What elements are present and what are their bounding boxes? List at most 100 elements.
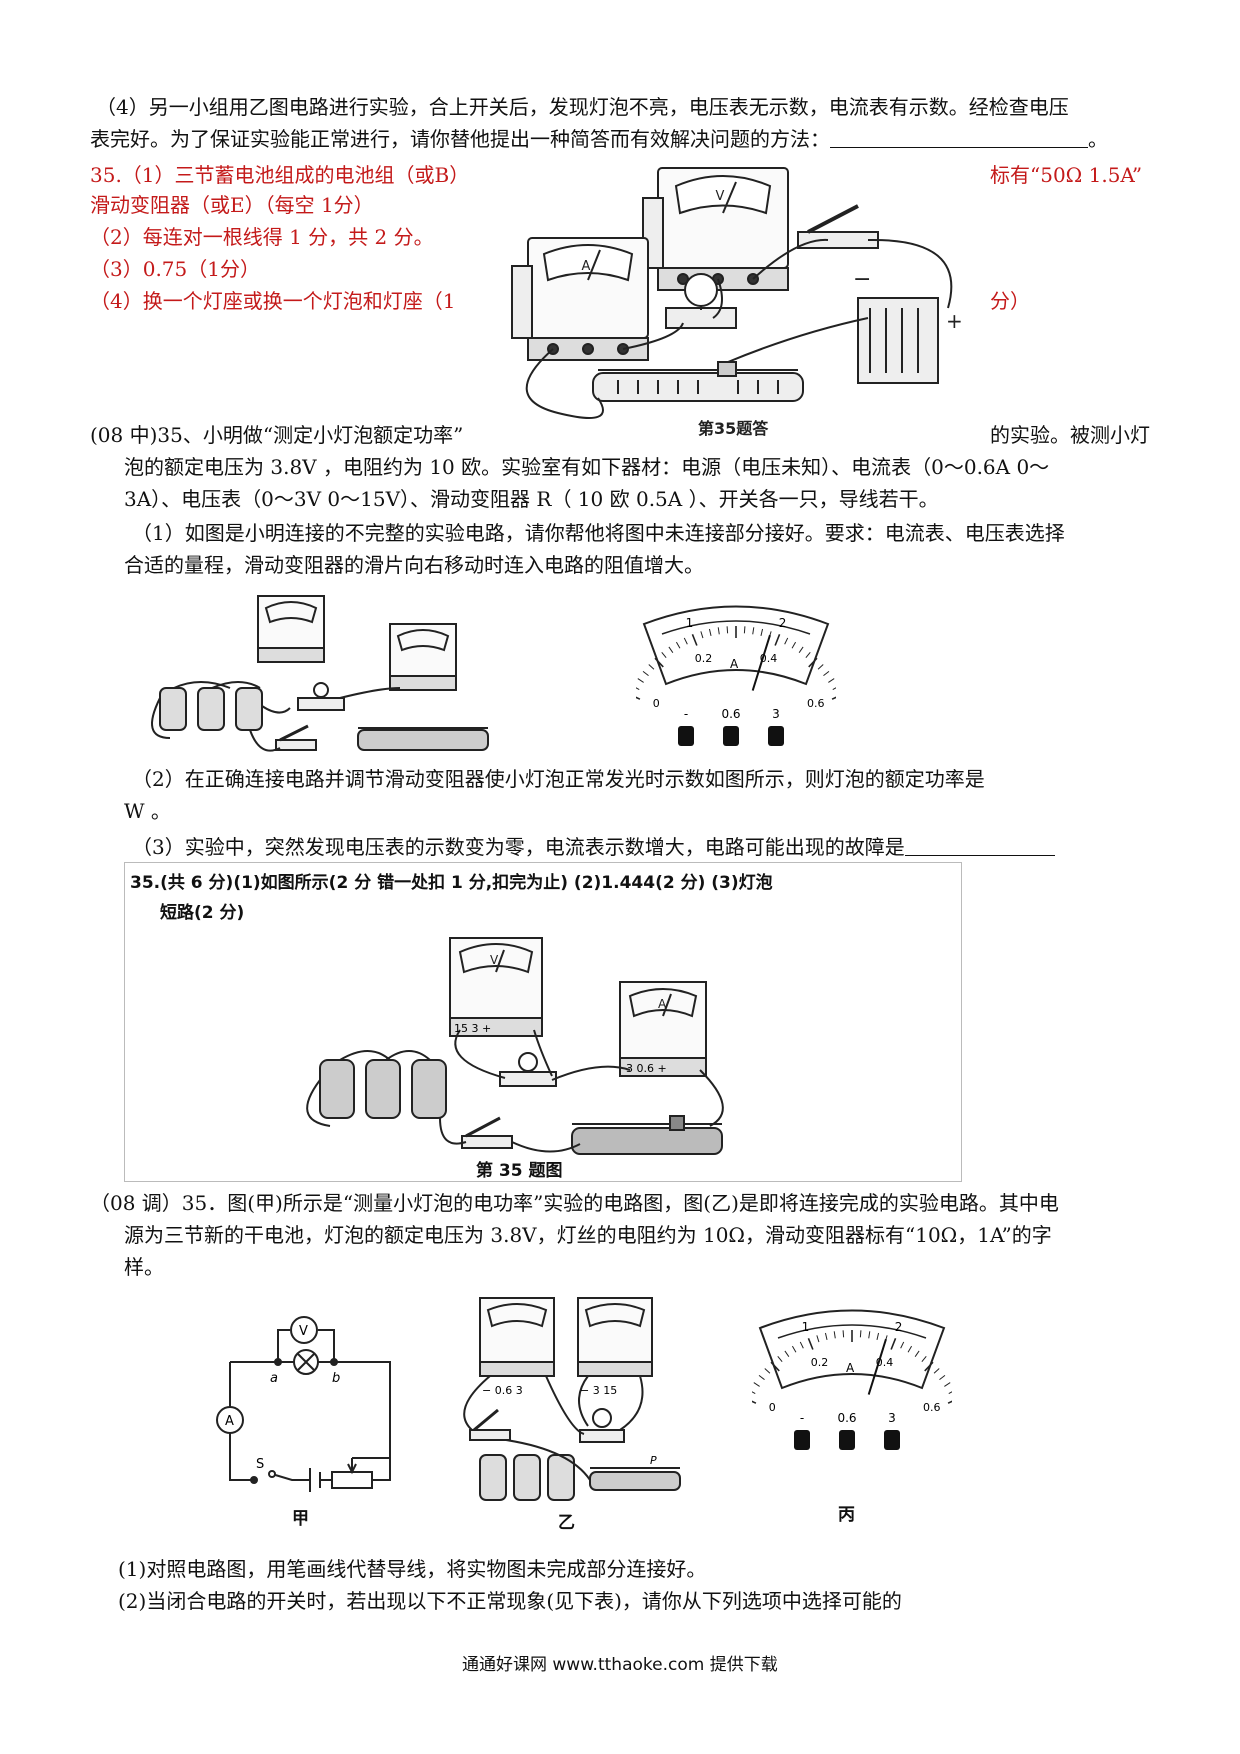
fig-label-jia: 甲	[292, 1509, 309, 1529]
lamp-icon	[499, 1052, 557, 1087]
fig-caption-35: 第 35 题图	[476, 1161, 563, 1181]
dial-tick	[921, 1355, 927, 1363]
ammeter-icon	[511, 237, 649, 361]
answer-blank[interactable]	[830, 125, 1088, 148]
dial-tick	[832, 687, 836, 691]
ans35-line3: （2）每连对一根线得 1 分，共 2 分。	[90, 225, 434, 249]
dial-tick	[784, 1350, 790, 1357]
dial-tick	[890, 1338, 897, 1350]
dial-tick	[752, 1400, 757, 1404]
q34-part4-text: 表完好。为了保证实验能正常进行，请你替他提出一种简答而有效解决问题的方法：	[90, 127, 830, 151]
q08z-part3: （3）实验中，突然发现电压表的示数变为零，电流表示数增大，电路可能出现的故障是	[132, 832, 1055, 862]
dial-tick	[907, 1345, 913, 1353]
svg-text:0.6: 0.6	[721, 707, 740, 721]
q08z-line2: 泡的额定电压为 3.8V ，电阻约为 10 欧。实验室有如下器材：电源（电压未知…	[124, 455, 1050, 479]
q08t-q2: (2)当闭合电路的开关时，若出现以下不正常现象(见下表)，请你从下列选项中选择可…	[118, 1589, 902, 1613]
dial-tick	[831, 696, 836, 700]
dial-tick	[642, 670, 649, 677]
dial-tick	[833, 1331, 836, 1339]
dial-tick	[807, 1338, 814, 1350]
rheostat-icon	[592, 361, 804, 402]
dial-tick	[859, 1330, 862, 1338]
dial-tick	[743, 626, 746, 634]
q08z-part2-line2: W 。	[124, 799, 171, 823]
ammeter-dial-figure-1: 0 1 2 3 0 0.2 0.4 0.6 A - 0.6 3	[636, 605, 836, 746]
dial-tick	[805, 651, 811, 659]
dial-tick	[948, 1391, 952, 1395]
dial-ticks	[752, 1330, 952, 1404]
dial-needle	[867, 1338, 887, 1395]
answer35-scan-box	[124, 862, 962, 1182]
svg-text:3: 3	[772, 707, 780, 721]
dial-tick	[770, 1361, 780, 1372]
dial-tick	[777, 1355, 783, 1363]
svg-text:+: +	[946, 309, 963, 333]
dial-tick	[868, 1331, 871, 1339]
svg-text:− 0.6 3: − 0.6 3	[482, 1384, 523, 1397]
dial-tick	[816, 1335, 820, 1343]
dial-tick	[637, 678, 644, 683]
q08t-q1: (1)对照电路图，用笔画线代替导线，将实物图未完成部分连接好。	[118, 1557, 707, 1581]
dial-tick	[933, 1368, 940, 1374]
dial-tick	[753, 1382, 760, 1387]
incomplete-circuit-figure	[151, 595, 489, 752]
battery-icon	[159, 687, 263, 731]
dial-tick	[799, 1341, 804, 1349]
dial-tick	[661, 651, 667, 659]
svg-text:A: A	[582, 259, 591, 274]
dial-tick	[944, 1382, 951, 1387]
voltmeter-icon	[257, 595, 325, 663]
svg-text:b: b	[332, 1371, 340, 1386]
a-terminal-labels: 3 0.6 +	[626, 1062, 667, 1075]
ans35b-line1: 35.(共 6 分)(1)如图所示(2 分 错一处扣 1 分,扣完为止) (2)…	[130, 873, 773, 893]
svg-text:1: 1	[686, 616, 694, 630]
voltmeter-icon	[449, 937, 543, 1037]
dial-tick	[758, 1374, 765, 1381]
q08t-line1: （08 调）35．图(甲)所示是“测量小灯泡的电功率”实验的电路图，图(乙)是即…	[90, 1191, 1059, 1215]
battery-icon	[857, 297, 939, 384]
svg-text:-: -	[684, 707, 688, 721]
fig-label-bing: 丙	[838, 1505, 855, 1525]
ans35-line2: 滑动变阻器（或E）（每空 1分）	[90, 193, 374, 217]
dial-tick	[784, 637, 789, 645]
answer-blank[interactable]	[904, 833, 1055, 856]
dial-tick	[774, 634, 781, 646]
ans35-line4: （3）0.75（1分）	[90, 257, 260, 281]
svg-text:0: 0	[653, 697, 660, 710]
switch-icon	[469, 1408, 511, 1441]
dial-ticks	[636, 626, 836, 700]
battery-icon	[479, 1454, 575, 1501]
dial-tick	[764, 1368, 771, 1374]
q08t-line2: 源为三节新的干电池，灯泡的额定电压为 3.8V，灯丝的电阻约为 10Ω，滑动变阻…	[124, 1223, 1052, 1247]
svg-text:3: 3	[888, 1411, 896, 1425]
circuit-setup-yi: − 0.6 3 − 3 15 P	[463, 1297, 681, 1501]
dial-tick	[760, 628, 764, 636]
svg-text:a: a	[270, 1371, 278, 1386]
dial-tick	[654, 657, 664, 668]
svg-text:0.6: 0.6	[807, 697, 825, 710]
svg-text:2: 2	[779, 616, 787, 630]
svg-text:V: V	[716, 189, 725, 204]
svg-text:A: A	[225, 1414, 234, 1429]
dial-tick	[752, 1391, 756, 1395]
q34-part4-line2: 表完好。为了保证实验能正常进行，请你替他提出一种简答而有效解决问题的方法：。	[90, 124, 1108, 154]
dial-tick	[842, 1330, 845, 1338]
fig-caption-35-answer: 第35题答	[698, 419, 769, 438]
q08z-part2-line1: （2）在正确连接电路并调节滑动变阻器使小灯泡正常发光时示数如图所示，则灯泡的额定…	[132, 767, 985, 791]
answer35-circuit-figure: V A − + 第35题答	[511, 167, 963, 438]
svg-text:0.2: 0.2	[695, 652, 713, 665]
dial-tick	[791, 641, 797, 649]
dial-needle	[751, 634, 771, 691]
svg-text:-: -	[800, 1411, 804, 1425]
ans35b-line2: 短路(2 分)	[160, 903, 245, 923]
ammeter-icon	[619, 981, 707, 1077]
dial-tick	[708, 628, 712, 636]
ammeter-icon	[389, 623, 457, 691]
q08t-line3: 样。	[124, 1255, 164, 1279]
dial-tick	[947, 1400, 952, 1404]
svg-text:V: V	[299, 1324, 308, 1339]
dial-tick	[823, 670, 830, 677]
dial-tick	[648, 664, 655, 670]
svg-text:A: A	[658, 997, 667, 1011]
dial-tick	[808, 657, 818, 668]
